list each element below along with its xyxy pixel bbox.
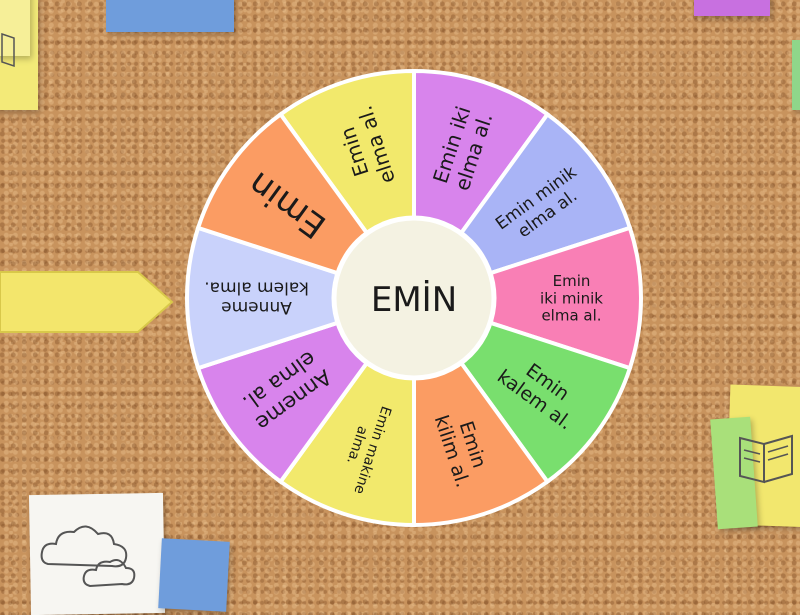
wheel-segment[interactable] [185, 225, 421, 371]
spin-wheel[interactable]: Eminelma al.Emin ikielma al.Emin minikel… [0, 0, 800, 600]
pointer-arrow-shape [0, 271, 174, 333]
cloud-icon [40, 525, 136, 588]
wheel-center-label: EMİN [371, 280, 457, 320]
wheel-pointer [0, 271, 174, 333]
wheel-segment[interactable] [407, 225, 643, 371]
wheel-segment-label: Annemekalem alma. [204, 277, 309, 317]
sticky-note-top-blue [106, 0, 234, 32]
sticky-note-right-green [792, 40, 800, 110]
wheel-center-button[interactable] [331, 215, 497, 381]
sticky-note-top-right-purple [694, 0, 770, 16]
book-icon [739, 434, 793, 484]
paper-note-top-left-icon [1, 32, 15, 68]
sticky-note-top-left-2 [0, 0, 30, 56]
